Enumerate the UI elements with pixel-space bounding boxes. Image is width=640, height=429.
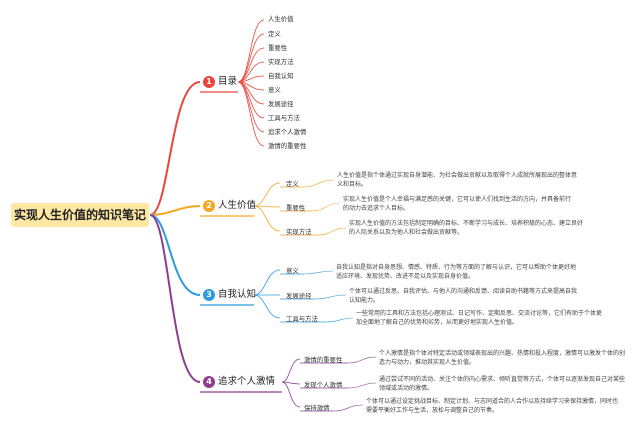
toc-item[interactable]: 发展途径 <box>268 100 294 108</box>
connector-subtopic <box>253 182 281 207</box>
number-badge: 3 <box>203 289 215 301</box>
toc-item[interactable]: 激情的重要性 <box>268 142 307 150</box>
toc-item[interactable]: 自我认知 <box>268 72 294 80</box>
number-badge: 2 <box>203 200 215 212</box>
connector-detail <box>347 382 377 389</box>
connector-toc-item <box>237 47 265 83</box>
connector-detail <box>325 317 354 323</box>
branch-personal-passion[interactable]: 4 追求个人激情 <box>203 373 275 391</box>
connector-toc-item <box>237 81 265 147</box>
connector-root-b2 <box>149 205 201 216</box>
branch-life-value[interactable]: 2 人生价值 <box>203 197 256 215</box>
root-node[interactable]: 实现人生价值的知识笔记 <box>11 203 149 227</box>
subtopic-detail: 实现人生价值是个人幸福与满足感的关键，它可以使人们找到生活的方向，并具备前行的动… <box>343 196 572 212</box>
branch-label: 自我认知 <box>218 289 257 300</box>
subtopic-detail: 个人激情是指个体对特定活动或领域表现出的兴趣、热情和投入程度，激情可以激发个体的… <box>379 350 626 366</box>
toc-item[interactable]: 追求个人激情 <box>268 128 307 136</box>
connector-subtopic <box>253 205 281 232</box>
toc-item[interactable]: 工具与方法 <box>268 114 300 122</box>
branch-self-awareness[interactable]: 3 自我认知 <box>203 286 256 304</box>
subtopic-label[interactable]: 实现方法 <box>286 228 312 236</box>
connector-toc-item <box>237 81 265 119</box>
subtopic-label[interactable]: 重要性 <box>286 204 306 212</box>
connector-root-b3 <box>149 214 201 296</box>
number-badge: 4 <box>203 376 215 388</box>
connector-toc-item <box>237 19 265 83</box>
toc-item[interactable]: 人生价值 <box>268 15 294 23</box>
subtopic-label[interactable]: 发展途径 <box>286 292 312 300</box>
subtopic-label[interactable]: 工具与方法 <box>286 315 318 323</box>
subtopic-label[interactable]: 激情的重要性 <box>304 356 343 364</box>
branch-label: 目录 <box>218 76 238 87</box>
toc-item[interactable]: 重要性 <box>268 44 288 52</box>
subtopic-label[interactable]: 保持激情 <box>304 404 330 412</box>
connector-detail <box>347 356 377 364</box>
toc-item[interactable]: 实现方法 <box>268 58 294 66</box>
subtopic-label[interactable]: 发现个人激情 <box>304 381 343 389</box>
connector-subtopic <box>253 294 281 319</box>
connector-detail <box>311 202 341 212</box>
connector-subtopic <box>281 381 301 408</box>
subtopic-detail: 自我认知是指对自身思想、情感、特质、行为等方面的了解与认识，它可以帮助个体更好地… <box>336 264 577 280</box>
number-badge: 1 <box>203 76 215 88</box>
subtopic-detail: 人生价值是指个体通过实现自身潜能、为社会做出贡献以及取得个人成就所展现出的整体意… <box>337 172 578 188</box>
subtopic-detail: 个体可以通过设定挑战目标、制定计划、与志同道合的人合作以及持续学习来保持激情，同… <box>366 398 619 414</box>
subtopic-detail: 通过尝试不同的活动、关注个体的内心需求、倾听直觉等方式，个体可以逐渐发现自己对某… <box>379 376 626 392</box>
subtopic-detail: 实现人生价值的方法包括制定明确的目标、不断学习与成长、培养积极的心态、建立良好的… <box>349 220 584 236</box>
branch-label: 追求个人激情 <box>218 376 276 387</box>
branch-label: 人生价值 <box>218 200 257 211</box>
branch-toc[interactable]: 1 目录 <box>203 73 237 91</box>
toc-item[interactable]: 定义 <box>268 30 281 38</box>
connector-detail <box>303 179 335 188</box>
subtopic-detail: 一些常用的工具和方法包括心理测试、日记写作、定期反思、交流讨论等，它们有助于个体… <box>356 310 603 326</box>
connector-root-b1 <box>149 81 201 216</box>
toc-item[interactable]: 意义 <box>268 86 281 94</box>
connector-subtopic <box>281 358 301 383</box>
connector-toc-item <box>237 61 265 83</box>
subtopic-label[interactable]: 定义 <box>286 180 299 188</box>
connector-subtopic <box>253 205 281 208</box>
subtopic-label[interactable]: 意义 <box>286 267 299 275</box>
connector-subtopic <box>253 269 281 296</box>
connector-detail <box>317 227 347 236</box>
connector-toc-item <box>237 33 265 83</box>
connector-detail <box>333 404 364 412</box>
connector-detail <box>303 270 334 275</box>
connector-detail <box>315 294 347 300</box>
connector-root-b4 <box>149 214 201 383</box>
subtopic-detail: 个体可以通过反思、自我评估、与他人的沟通和反馈、阅读自助书籍等方式来提高自我认知… <box>349 288 578 304</box>
